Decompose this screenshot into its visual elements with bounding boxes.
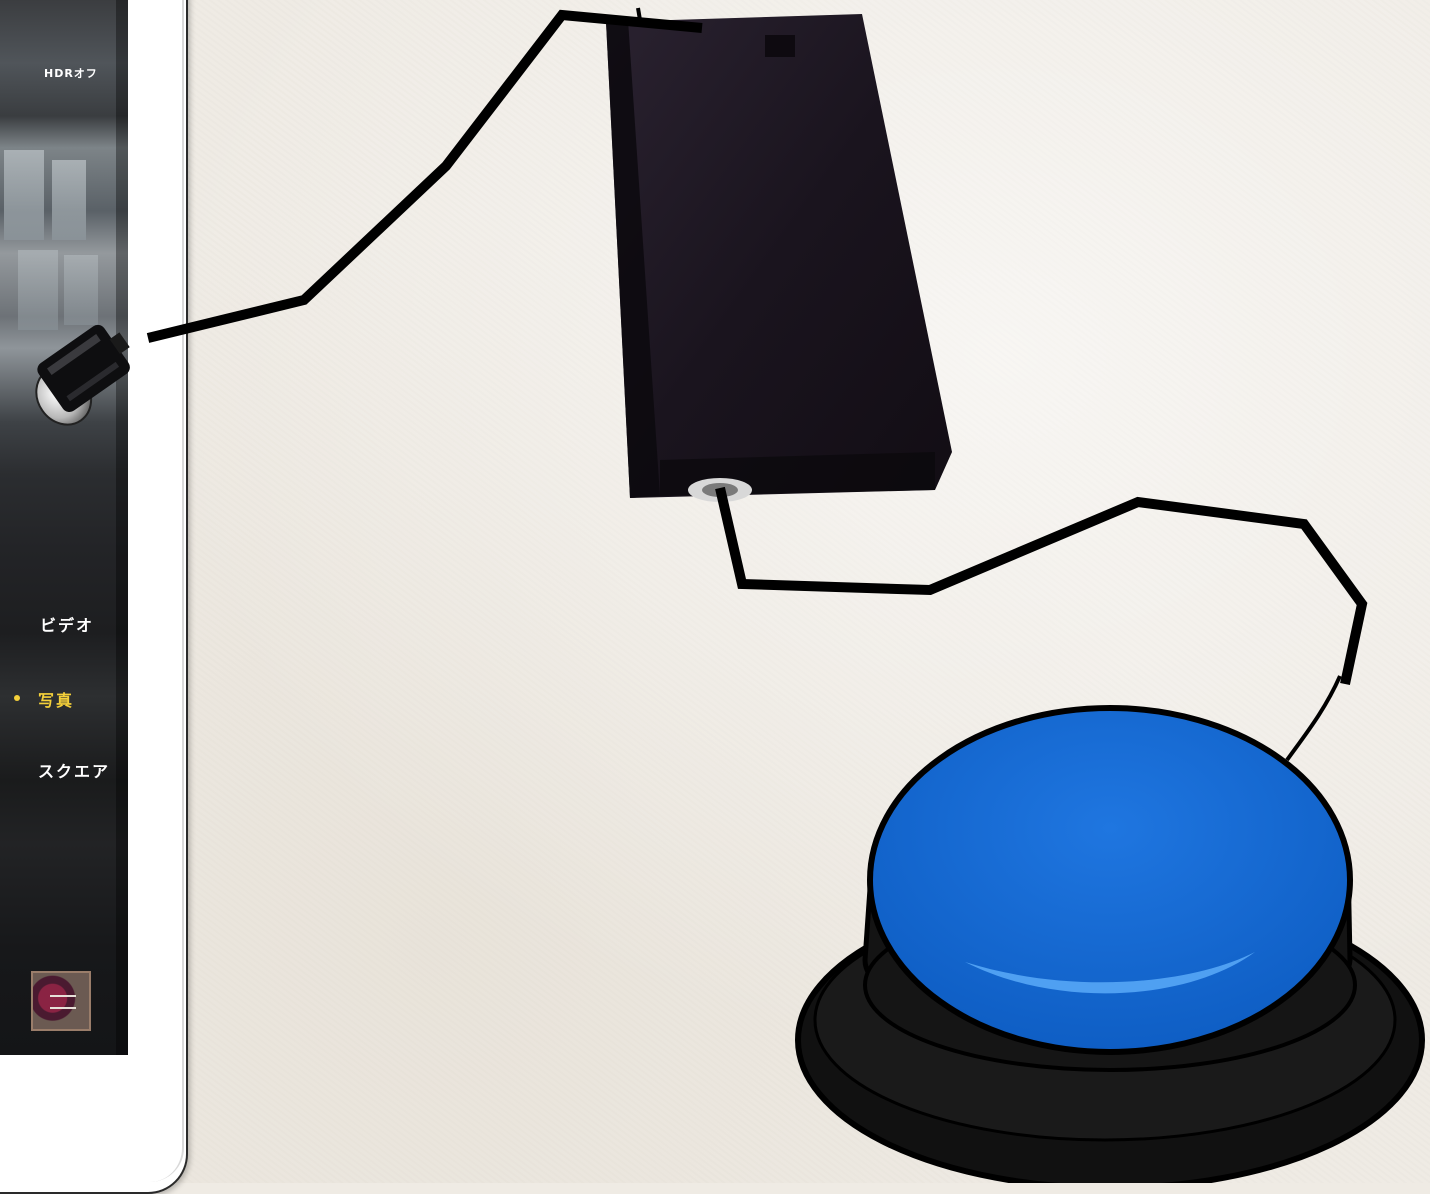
cable-interface-to-switch — [720, 488, 1362, 684]
cable-ipad-to-interface — [148, 15, 702, 338]
switch-cord — [1287, 676, 1340, 760]
